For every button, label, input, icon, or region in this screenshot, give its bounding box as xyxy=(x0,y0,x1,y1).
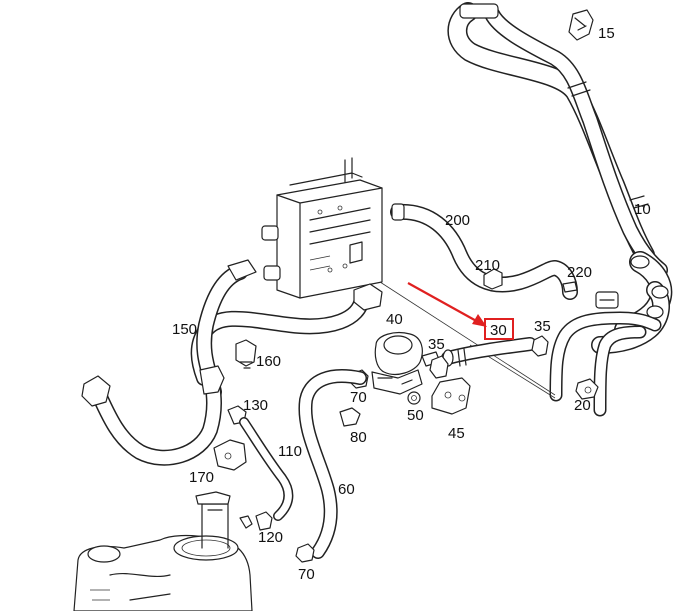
part-label-20[interactable]: 20 xyxy=(574,397,591,414)
upper-hose-assembly xyxy=(447,2,668,278)
clip-part-160 xyxy=(235,339,257,369)
part-label-35-left[interactable]: 35 xyxy=(428,336,445,353)
part-label-210[interactable]: 210 xyxy=(475,257,500,274)
part-label-220[interactable]: 220 xyxy=(567,264,592,281)
hose-part-200 xyxy=(390,203,578,300)
part-label-200[interactable]: 200 xyxy=(445,212,470,229)
clamp-part-120 xyxy=(239,511,273,531)
part-label-40[interactable]: 40 xyxy=(386,311,403,328)
hose-part-60 xyxy=(298,369,367,559)
part-labels: 15 10 200 210 220 30 35 35 40 150 160 13… xyxy=(172,25,651,583)
pipe-part-20 xyxy=(549,311,662,417)
bracket-part-45 xyxy=(431,377,471,415)
part-label-170[interactable]: 170 xyxy=(189,469,214,486)
hose-part-30 xyxy=(441,337,537,367)
part-label-70-upper[interactable]: 70 xyxy=(350,389,367,406)
part-label-80[interactable]: 80 xyxy=(350,429,367,446)
part-label-50[interactable]: 50 xyxy=(407,407,424,424)
part-label-45[interactable]: 45 xyxy=(448,425,465,442)
part-label-70-lower[interactable]: 70 xyxy=(298,566,315,583)
part-label-110[interactable]: 110 xyxy=(278,443,302,460)
clip-part-80 xyxy=(339,407,361,427)
expansion-tank xyxy=(73,491,253,611)
part-label-30[interactable]: 30 xyxy=(490,322,507,339)
clamp-part-35-right xyxy=(531,335,549,357)
part-label-130[interactable]: 130 xyxy=(243,397,268,414)
part-label-120[interactable]: 120 xyxy=(258,529,283,546)
right-connector-cluster xyxy=(591,251,673,354)
clip-part-15 xyxy=(568,9,594,41)
heater-control-unit xyxy=(261,157,383,299)
highlight-arrow xyxy=(407,282,487,327)
clamp-part-70-lower xyxy=(295,543,315,563)
screw-part-50 xyxy=(407,391,421,405)
part-label-35-right[interactable]: 35 xyxy=(534,318,551,335)
clamp-part-35-left xyxy=(429,355,449,379)
hose-part-110 xyxy=(239,417,294,521)
part-label-160[interactable]: 160 xyxy=(256,353,281,370)
water-pump-part-40 xyxy=(371,332,441,395)
hose-part-170 xyxy=(81,365,225,466)
part-label-15[interactable]: 15 xyxy=(598,25,615,42)
part-label-150[interactable]: 150 xyxy=(172,321,197,338)
part-label-10[interactable]: 10 xyxy=(634,201,651,218)
clip-part-210 xyxy=(483,268,503,290)
highlight-box-30 xyxy=(484,318,514,340)
bracket-part-170 xyxy=(213,439,247,471)
part-label-60[interactable]: 60 xyxy=(338,481,355,498)
